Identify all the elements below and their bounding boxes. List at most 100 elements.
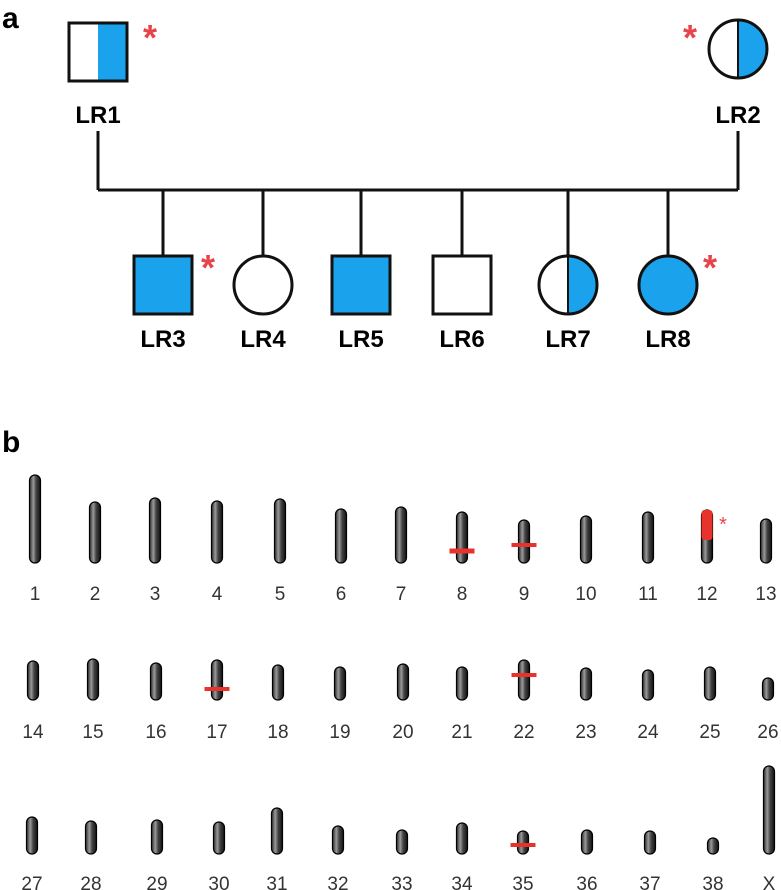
- asterisk-marker: *: [703, 247, 717, 288]
- chromosome-label: 24: [637, 722, 659, 743]
- chromosome-24: 24: [637, 669, 659, 743]
- chromosome-body: [394, 506, 408, 564]
- chromosome-body: [148, 497, 162, 564]
- chromosome-body: [517, 519, 531, 564]
- chromosome-body: [761, 677, 775, 701]
- chromosome-label: 15: [82, 722, 103, 743]
- chromosome-label: 34: [451, 874, 473, 890]
- chromosome-label: 27: [21, 874, 42, 890]
- asterisk-marker: *: [719, 514, 727, 536]
- chromosome-15: 15: [82, 658, 104, 743]
- chromosome-label: 11: [638, 584, 658, 605]
- chromosome-1: 1: [28, 474, 42, 605]
- chromosome-body: [333, 666, 347, 701]
- chromosome-label: 23: [575, 722, 596, 743]
- chromosome-body: [396, 663, 410, 701]
- chromosome-33: 33: [391, 829, 413, 890]
- chromosome-label: 17: [206, 722, 227, 743]
- male-symbol: [431, 254, 493, 316]
- individual-lr5: LR5: [330, 254, 392, 353]
- chromosome-body: [643, 830, 657, 855]
- chromosome-14: 14: [22, 660, 44, 743]
- asterisk-marker: *: [683, 17, 697, 58]
- chromosome-body: [455, 511, 469, 564]
- chromosome-body: [212, 821, 226, 855]
- chromosome-label: 2: [90, 584, 101, 605]
- asterisk-marker: *: [201, 247, 215, 288]
- chromosome-body: [25, 816, 39, 855]
- male-affected-symbol: [134, 256, 192, 314]
- chromosome-body: [455, 666, 469, 701]
- variant-marker: [701, 510, 713, 540]
- female-carrier-fill: [568, 256, 597, 314]
- chromosome-label: 26: [757, 722, 778, 743]
- variant-marker: [511, 673, 537, 677]
- chromosome-label: 10: [575, 584, 596, 605]
- chromosome-37: 37: [639, 830, 661, 890]
- chromosome-5: 5: [273, 498, 287, 605]
- chromosome-label: 1: [30, 584, 41, 605]
- female-carrier-fill: [738, 20, 767, 78]
- individual-label: LR3: [140, 326, 185, 353]
- chromosome-label: 6: [336, 584, 347, 605]
- chromosome-32: 32: [327, 825, 349, 890]
- female-symbol: [537, 254, 599, 316]
- chromosome-10: 10: [575, 515, 597, 605]
- chromosome-label: 16: [145, 722, 166, 743]
- chromosome-label: 37: [639, 874, 660, 890]
- chromosome-x: X: [763, 765, 776, 890]
- chromosome-label: 28: [80, 874, 101, 890]
- individual-label: LR4: [240, 326, 286, 353]
- male-affected-symbol: [332, 256, 390, 314]
- chromosome-body: [395, 829, 409, 855]
- chromosome-label: 18: [267, 722, 288, 743]
- variant-marker: [449, 548, 475, 554]
- chromosome-36: 36: [576, 829, 598, 890]
- chromosome-body: [759, 518, 773, 564]
- individual-lr2: LR2*: [683, 17, 769, 129]
- chromosome-body: [26, 660, 40, 701]
- chromosome-label: 14: [22, 722, 44, 743]
- chromosome-label: X: [763, 874, 776, 890]
- chromosome-13: 13: [755, 518, 777, 605]
- chromosome-22: 22: [511, 659, 537, 743]
- individual-lr6: LR6: [431, 254, 493, 353]
- chromosome-body: [516, 830, 530, 855]
- chromosome-30: 30: [208, 821, 230, 890]
- chromosome-label: 36: [576, 874, 597, 890]
- individual-lr3: LR3 *: [132, 247, 215, 353]
- chromosome-12: 12*: [696, 509, 727, 605]
- chromosome-label: 21: [451, 722, 472, 743]
- chromosome-label: 35: [512, 874, 533, 890]
- male-carrier-fill: [98, 23, 127, 81]
- chromosome-19: 19: [329, 666, 351, 743]
- chromosome-31: 31: [266, 807, 288, 890]
- individual-label: LR8: [645, 326, 690, 353]
- chromosome-body: [210, 500, 224, 564]
- chromosome-body: [273, 498, 287, 564]
- chromosome-label: 5: [275, 584, 286, 605]
- male-symbol: [330, 254, 392, 316]
- chromosome-label: 32: [327, 874, 348, 890]
- chromosome-23: 23: [575, 667, 597, 743]
- chromosome-label: 31: [266, 874, 287, 890]
- female-affected-symbol: [639, 256, 697, 314]
- chromosome-27: 27: [21, 816, 43, 890]
- individual-label: LR5: [338, 326, 383, 353]
- chromosome-label: 30: [208, 874, 229, 890]
- chromosome-body: [88, 501, 102, 564]
- chromosome-body: [641, 511, 655, 564]
- asterisk-marker: *: [143, 17, 157, 58]
- female-symbol: [707, 18, 769, 80]
- chromosome-16: 16: [145, 662, 167, 743]
- chromosome-21: 21: [451, 666, 473, 743]
- female-symbol: [637, 254, 699, 316]
- chromosome-body: [579, 667, 593, 701]
- chromosome-label: 13: [755, 584, 776, 605]
- chromosome-body: [149, 662, 163, 701]
- chromosome-body: [270, 807, 284, 855]
- panel-a-letter: a: [2, 2, 19, 35]
- variant-marker: [511, 543, 537, 547]
- male-symbol: [67, 21, 129, 83]
